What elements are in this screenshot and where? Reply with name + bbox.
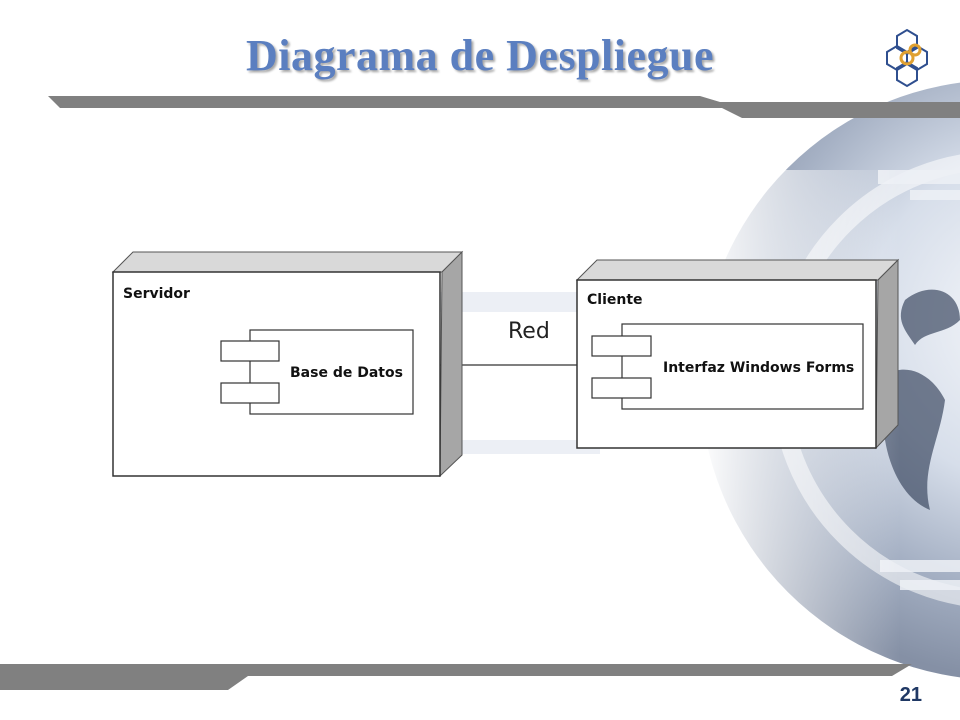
header-band <box>48 96 960 118</box>
component-interfaz-windows-forms: Interfaz Windows Forms <box>591 323 864 410</box>
component-label-interfaz-windows-forms: Interfaz Windows Forms <box>663 360 854 376</box>
node-cliente: Cliente Interfaz Windows Forms <box>575 258 900 450</box>
footer-band <box>0 664 912 690</box>
component-label-base-de-datos: Base de Datos <box>290 365 403 381</box>
hexagon-cluster-logo <box>886 28 928 88</box>
network-link-label: Red <box>508 319 550 344</box>
page-number: 21 <box>899 684 922 706</box>
node-servidor: Servidor Base de Datos <box>111 250 464 478</box>
component-base-de-datos: Base de Datos <box>220 329 414 415</box>
node-label-servidor: Servidor <box>123 286 190 302</box>
slide-title: Diagrama de Despliegue <box>245 31 715 80</box>
node-label-cliente: Cliente <box>587 292 643 308</box>
